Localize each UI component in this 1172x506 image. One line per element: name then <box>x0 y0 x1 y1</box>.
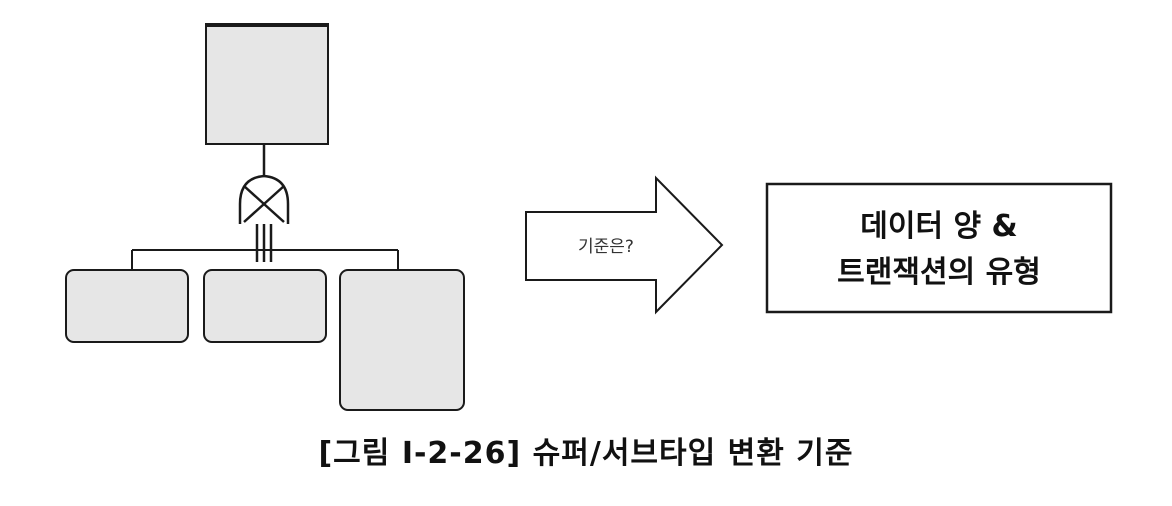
figure-caption: [그림 Ⅰ-2-26] 슈퍼/서브타입 변환 기준 <box>318 436 854 471</box>
result-box <box>765 182 1113 314</box>
result-text-line2: 트랜잭션의 유형 <box>837 255 1041 290</box>
subtype-entity-3 <box>339 269 465 411</box>
result-text-line1: 데이터 양 & <box>860 209 1017 244</box>
subtype-entity-1 <box>65 269 189 343</box>
exclusive-gate-symbol <box>238 174 290 224</box>
subtype-entity-2 <box>203 269 327 343</box>
arrow-label: 기준은? <box>578 237 634 257</box>
supertype-entity <box>205 23 329 145</box>
criteria-arrow <box>525 175 724 315</box>
